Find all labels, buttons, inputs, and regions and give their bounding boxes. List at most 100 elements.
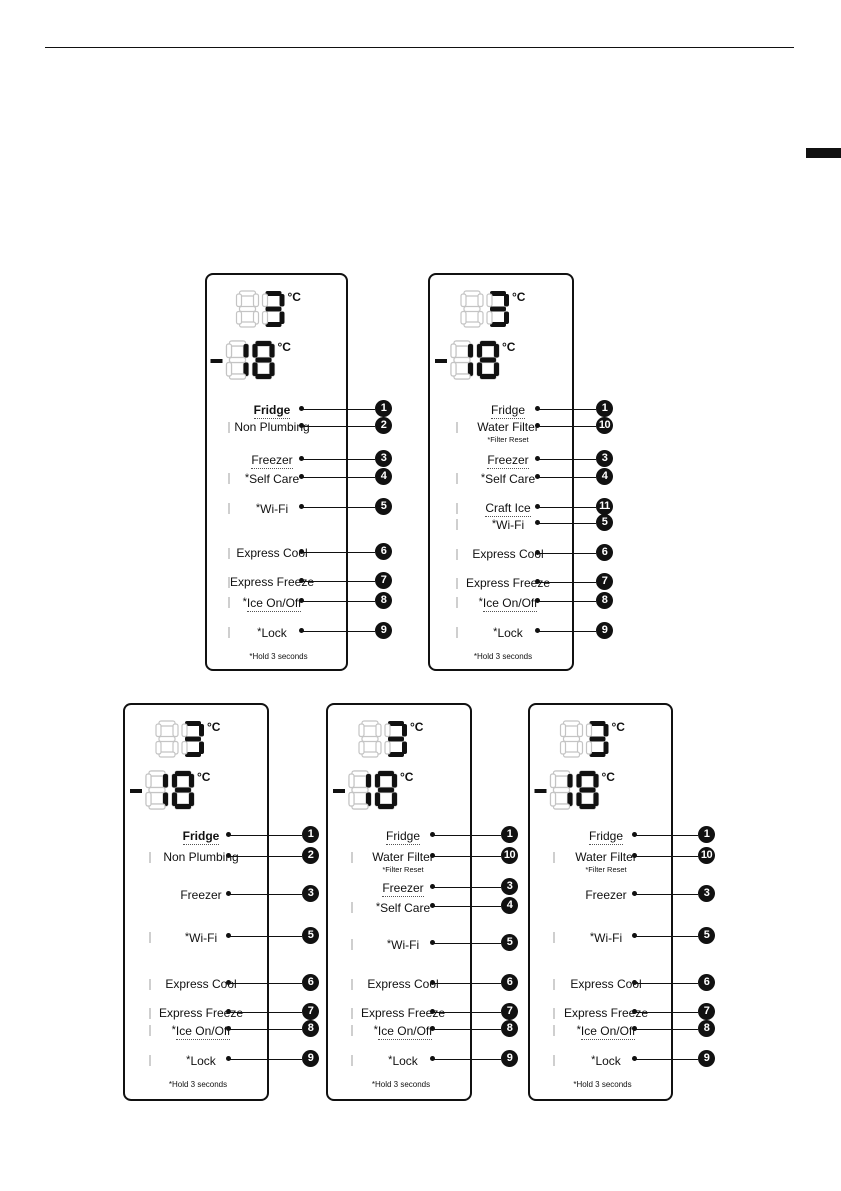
fridge-unit: °C [287, 290, 301, 304]
button-express-freeze[interactable]: Express Freeze [212, 575, 332, 589]
freezer-unit: °C [601, 770, 615, 784]
leader-line [537, 581, 596, 583]
button-water-filter[interactable]: Water Filter [448, 420, 568, 434]
leader-line [537, 522, 596, 524]
indicator-bar [456, 578, 458, 589]
button-fridge[interactable]: Fridge [546, 829, 666, 845]
leader-line [432, 905, 501, 907]
button-freezer[interactable]: Freezer [546, 888, 666, 902]
hold-marker: * [388, 1054, 393, 1066]
callout-number-2: 2 [302, 847, 319, 864]
leader-line [432, 942, 501, 944]
button-lock[interactable]: *Lock [141, 1053, 261, 1068]
button-express-freeze[interactable]: Express Freeze [141, 1006, 261, 1020]
leader-line [432, 886, 501, 888]
button-self-care[interactable]: *Self Care [343, 900, 463, 915]
callout-number-10: 10 [501, 847, 518, 864]
indicator-bar [456, 549, 458, 560]
button-wifi[interactable]: *Wi-Fi [141, 930, 261, 945]
button-self-care[interactable]: *Self Care [448, 471, 568, 486]
callout-number-2: 2 [375, 417, 392, 434]
button-express-cool[interactable]: Express Cool [343, 977, 463, 991]
button-freezer[interactable]: Freezer [343, 881, 463, 897]
button-non-plumbing[interactable]: Non Plumbing [141, 850, 261, 864]
temperature-display [130, 720, 204, 810]
button-label: Fridge [588, 829, 623, 845]
button-ice-on-off[interactable]: *Ice On/Off [141, 1023, 261, 1040]
callout-number-1: 1 [375, 400, 392, 417]
button-freezer[interactable]: Freezer [212, 453, 332, 469]
button-label: Express Cool [236, 546, 308, 560]
leader-line [634, 855, 698, 857]
indicator-bar [456, 503, 458, 514]
button-lock[interactable]: *Lock [343, 1053, 463, 1068]
freezer-unit: °C [277, 340, 291, 354]
button-label: Express Cool [570, 977, 642, 991]
button-wifi[interactable]: *Wi-Fi [343, 937, 463, 952]
indicator-bar [351, 1008, 353, 1019]
button-label: Express Freeze [563, 1006, 649, 1020]
button-water-filter[interactable]: Water Filter [546, 850, 666, 864]
indicator-bar [149, 1008, 151, 1019]
button-label: Express Freeze [360, 1006, 446, 1020]
hold-marker: * [591, 1054, 596, 1066]
fridge-unit: °C [611, 720, 625, 734]
button-wifi[interactable]: *Wi-Fi [448, 517, 568, 532]
button-ice-on-off[interactable]: *Ice On/Off [448, 595, 568, 612]
button-water-filter[interactable]: Water Filter [343, 850, 463, 864]
button-fridge[interactable]: Fridge [141, 829, 261, 845]
button-label: Fridge [385, 829, 420, 845]
button-fridge[interactable]: Fridge [212, 403, 332, 419]
button-label: Express Freeze [465, 576, 551, 590]
leader-line [228, 1028, 302, 1030]
indicator-bar [351, 939, 353, 950]
button-fridge[interactable]: Fridge [448, 403, 568, 419]
button-lock[interactable]: *Lock [448, 625, 568, 640]
indicator-bar [351, 979, 353, 990]
button-ice-on-off[interactable]: *Ice On/Off [546, 1023, 666, 1040]
button-label: Freezer [487, 453, 529, 469]
leader-line [301, 630, 375, 632]
button-non-plumbing[interactable]: Non Plumbing [212, 420, 332, 434]
button-craft-ice[interactable]: Craft Ice [448, 501, 568, 517]
button-label: Freezer [585, 888, 627, 902]
filter-reset-note: *Filter Reset [382, 865, 424, 874]
button-wifi[interactable]: *Wi-Fi [212, 501, 332, 516]
button-ice-on-off[interactable]: *Ice On/Off [212, 595, 332, 612]
indicator-bar [456, 597, 458, 608]
hold-marker: * [373, 1024, 378, 1036]
button-label: Water Filter [575, 850, 637, 864]
button-express-freeze[interactable]: Express Freeze [448, 576, 568, 590]
leader-line [228, 935, 302, 937]
button-lock[interactable]: *Lock [546, 1053, 666, 1068]
button-label: Water Filter [372, 850, 434, 864]
filter-reset-note: *Filter Reset [585, 865, 627, 874]
fridge-unit: °C [207, 720, 221, 734]
button-self-care[interactable]: *Self Care [212, 471, 332, 486]
button-express-cool[interactable]: Express Cool [448, 547, 568, 561]
button-fridge[interactable]: Fridge [343, 829, 463, 845]
button-ice-on-off[interactable]: *Ice On/Off [343, 1023, 463, 1040]
leader-line [228, 855, 302, 857]
leader-line [301, 506, 375, 508]
button-label: Express Cool [367, 977, 439, 991]
button-express-freeze[interactable]: Express Freeze [343, 1006, 463, 1020]
button-express-cool[interactable]: Express Cool [212, 546, 332, 560]
leader-line [301, 551, 375, 553]
button-freezer[interactable]: Freezer [448, 453, 568, 469]
indicator-bar [456, 422, 458, 433]
button-label: Ice On/Off [580, 1024, 636, 1040]
button-express-cool[interactable]: Express Cool [546, 977, 666, 991]
indicator-bar [149, 1055, 151, 1066]
button-freezer[interactable]: Freezer [141, 888, 261, 902]
button-express-cool[interactable]: Express Cool [141, 977, 261, 991]
leader-line [228, 834, 302, 836]
button-wifi[interactable]: *Wi-Fi [546, 930, 666, 945]
button-express-freeze[interactable]: Express Freeze [546, 1006, 666, 1020]
callout-number-9: 9 [302, 1050, 319, 1067]
button-lock[interactable]: *Lock [212, 625, 332, 640]
hold-note: *Hold 3 seconds [573, 1080, 632, 1089]
button-label: Wi-Fi [189, 931, 218, 945]
indicator-bar [553, 932, 555, 943]
